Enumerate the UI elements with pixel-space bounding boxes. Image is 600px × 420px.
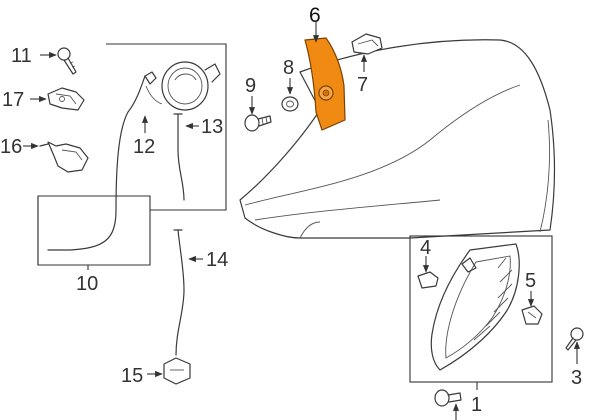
part-2-bolt[interactable]	[434, 389, 462, 407]
part-5-clip[interactable]	[521, 305, 543, 325]
callout-4: 4	[420, 237, 431, 259]
drain-hose-14[interactable]	[175, 229, 185, 356]
drain-hose-13[interactable]	[177, 113, 185, 201]
callout-16: 16	[0, 136, 22, 158]
part-9-bolt[interactable]	[244, 114, 272, 132]
part-7-clip[interactable]	[351, 33, 383, 55]
callout-8: 8	[283, 57, 294, 79]
callout-10: 10	[76, 273, 98, 295]
callout-17: 17	[2, 89, 24, 111]
callout-7: 7	[357, 74, 368, 96]
part-16-actuator[interactable]	[39, 141, 89, 173]
part-4-clip[interactable]	[417, 271, 439, 289]
part-17-bracket[interactable]	[47, 87, 85, 111]
release-cable[interactable]	[47, 75, 146, 251]
callout-9: 9	[245, 75, 256, 97]
callout-1: 1	[471, 394, 482, 416]
callout-12: 12	[133, 136, 155, 158]
callout-3: 3	[571, 367, 582, 389]
part-15-clip[interactable]	[163, 357, 191, 385]
highlighted-part-6[interactable]	[304, 37, 346, 131]
part-3-screw[interactable]	[565, 327, 584, 351]
part-8-grommet[interactable]	[281, 96, 299, 112]
callout-13: 13	[201, 116, 223, 138]
fuel-door[interactable]	[161, 61, 221, 111]
callout-15: 15	[121, 365, 143, 387]
part-11-screw[interactable]	[57, 47, 77, 75]
callout-5: 5	[525, 270, 536, 292]
callout-6: 6	[309, 4, 321, 27]
part-1-group-box	[409, 235, 553, 383]
callout-11: 11	[11, 45, 32, 67]
side-grille[interactable]	[430, 243, 520, 371]
callout-14: 14	[206, 249, 228, 271]
